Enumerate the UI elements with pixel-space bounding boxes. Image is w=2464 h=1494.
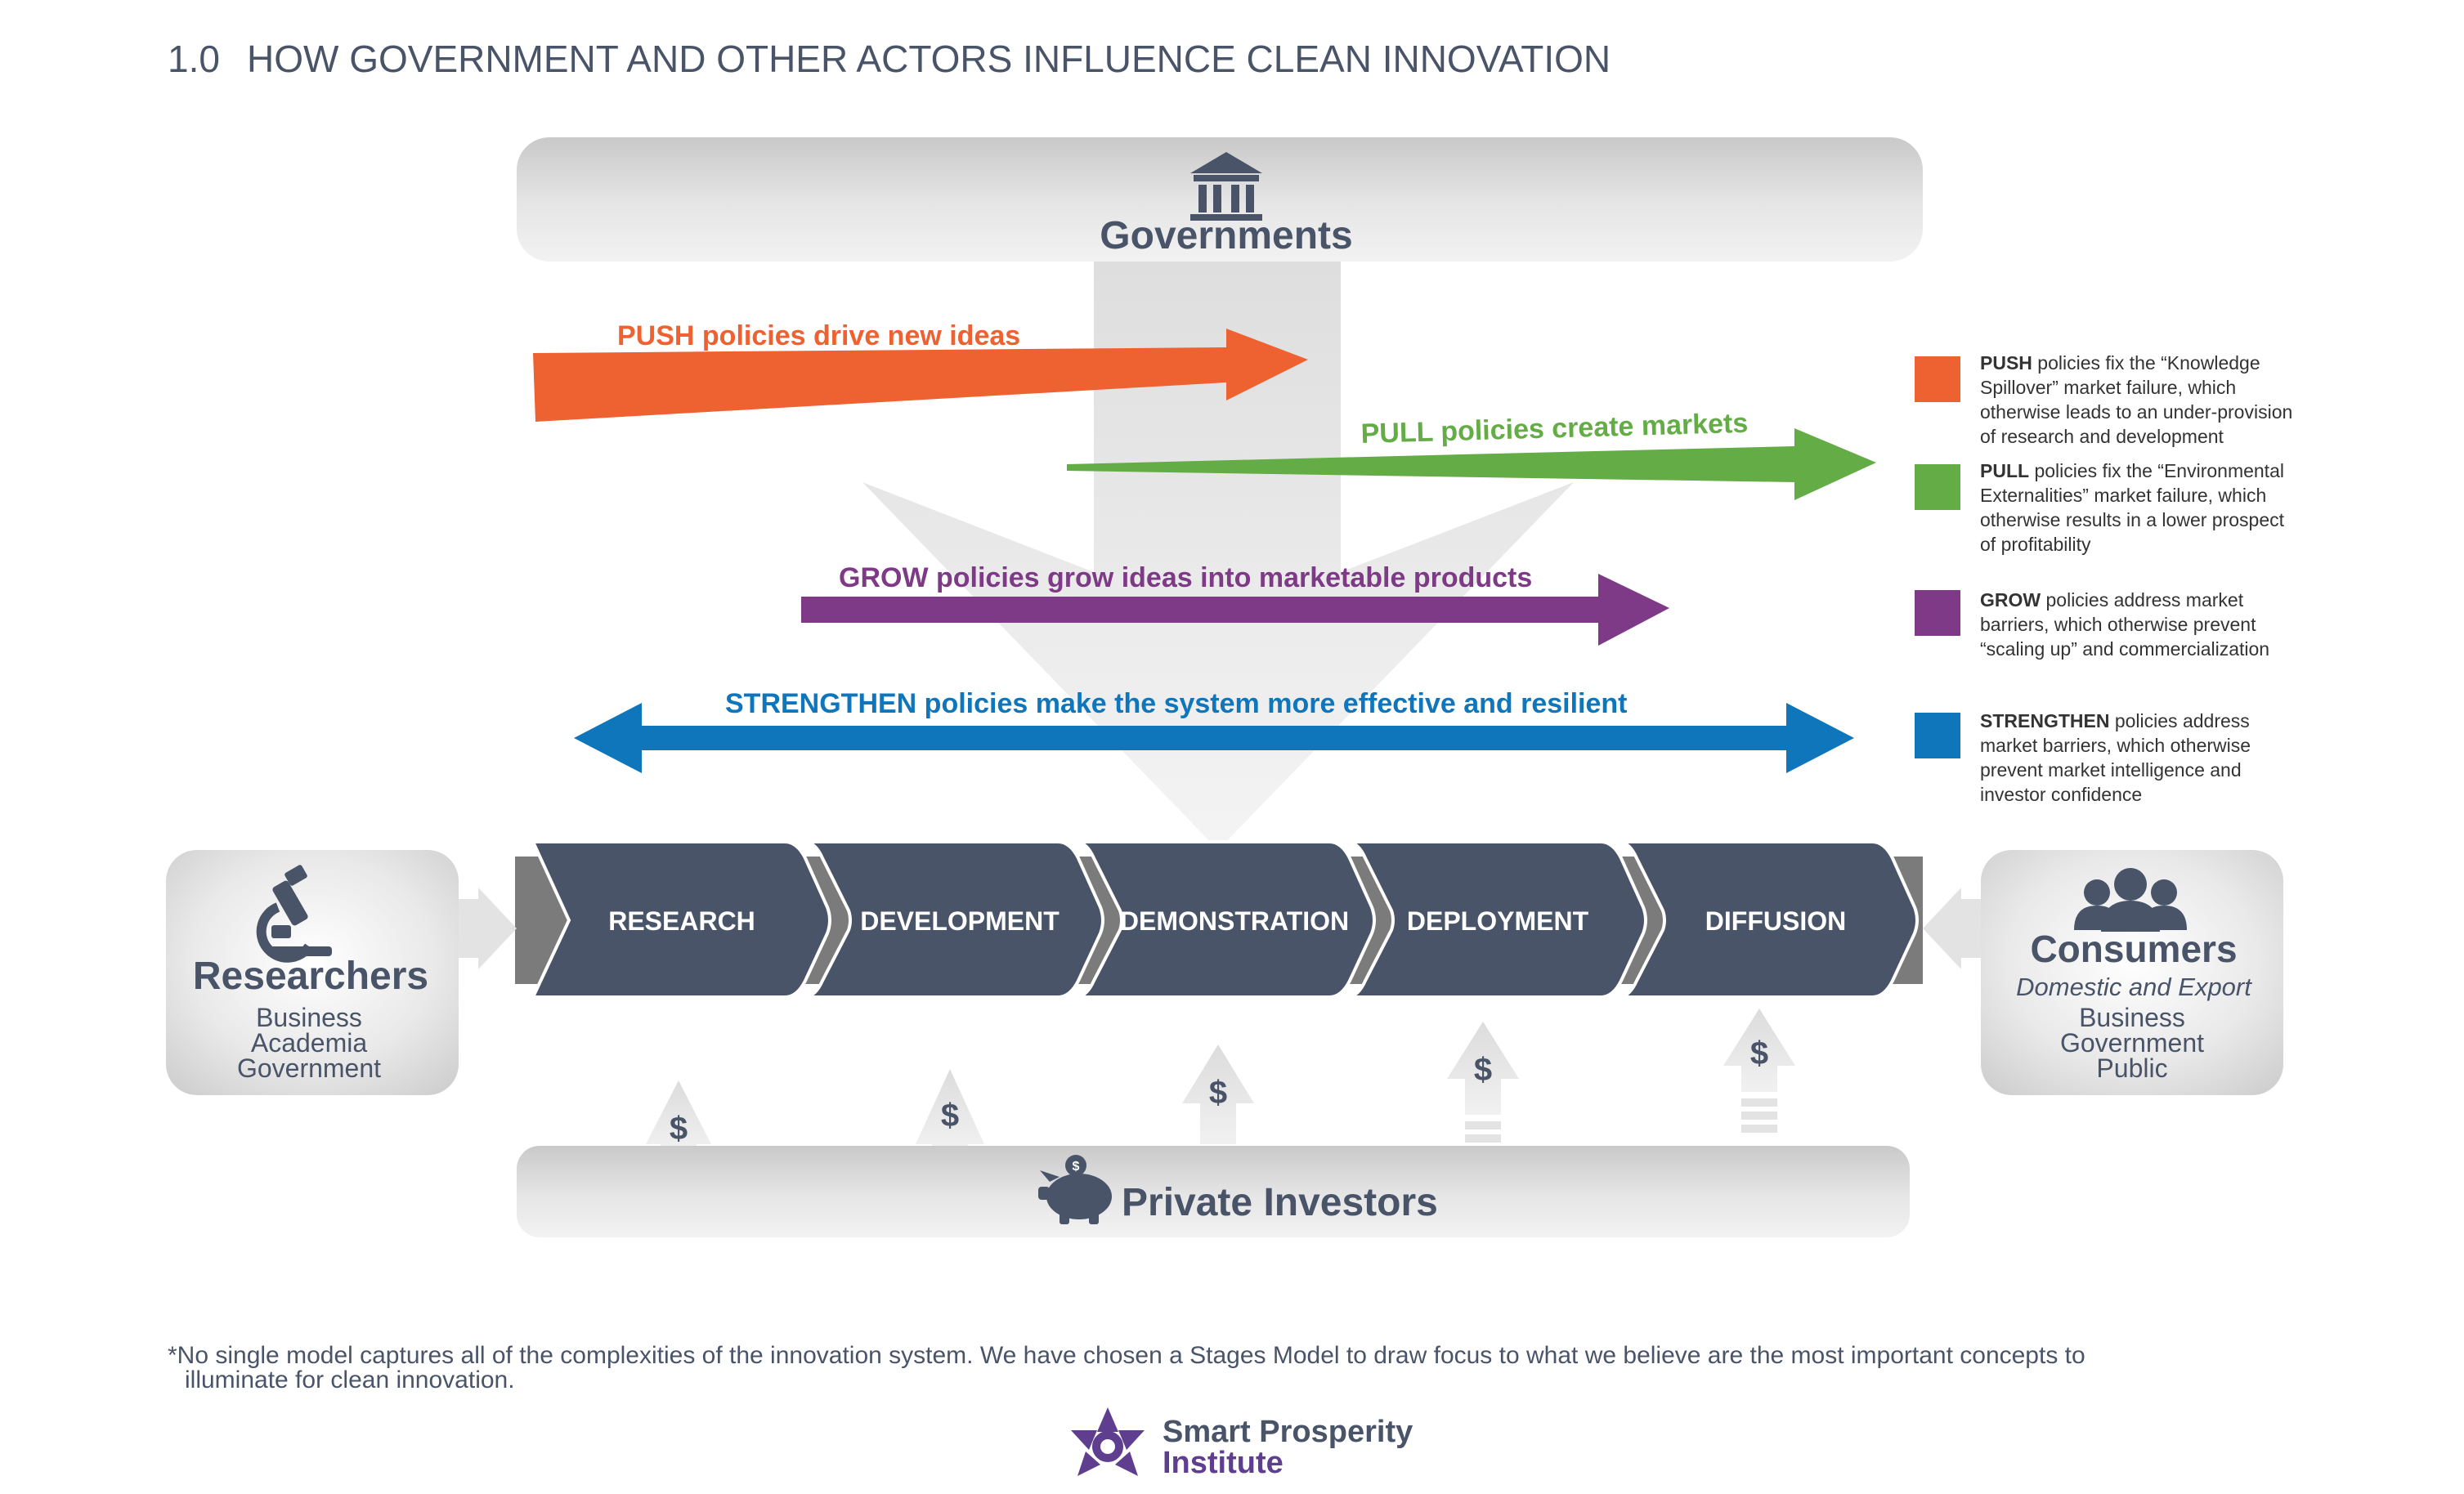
pull-policy-label: PULL policies create markets [1360, 408, 1749, 450]
footnote-line-1: *No single model captures all of the com… [168, 1342, 2085, 1369]
grow-policy-label: GROW policies grow ideas into marketable… [839, 562, 1532, 593]
government-influence-arrow [862, 262, 1574, 850]
consumers-label: Consumers [2030, 928, 2237, 970]
microscope-icon [256, 865, 332, 963]
consumers-subtitle: Domestic and Export [2016, 973, 2252, 1001]
consumers-arrow [1923, 888, 1981, 969]
logo-text-line2: Institute [1163, 1446, 1284, 1480]
legend-item-strengthen: STRENGTHEN policies address market barri… [1980, 710, 2256, 805]
grow-arrow [801, 574, 1669, 646]
consumers-government: Government [2060, 1028, 2204, 1058]
page-title: HOW GOVERNMENT AND OTHER ACTORS INFLUENC… [247, 38, 1611, 80]
legend-swatch-strengthen [1915, 713, 1960, 758]
researchers-business: Business [256, 1003, 362, 1032]
consumers-business: Business [2079, 1003, 2185, 1032]
title-number: 1.0 [168, 38, 220, 80]
stage-label-deployment: DEPLOYMENT [1407, 906, 1589, 936]
legend-item-grow: GROW policies address market barriers, w… [1980, 589, 2269, 660]
policy-legend: PUSH policies fix the “Knowledge Spillov… [1915, 352, 2298, 805]
stage-chevron-diffusion: DIFFUSION [1620, 840, 1919, 999]
footnote-line-2: illuminate for clean innovation. [185, 1367, 515, 1393]
strengthen-arrow [574, 703, 1854, 773]
dollar-icon: $ [1474, 1052, 1492, 1088]
consumers-box [1981, 850, 2283, 1095]
investment-arrow-research: $ [646, 1080, 711, 1151]
private-investors-label: Private Investors [1122, 1181, 1438, 1224]
governments-label: Governments [1100, 214, 1352, 257]
researchers-government: Government [237, 1053, 381, 1083]
pull-arrow [1067, 428, 1876, 500]
piggy-bank-icon: $ [1038, 1155, 1112, 1224]
legend-item-pull: PULL policies fix the “Environmental Ext… [1980, 460, 2289, 555]
stage-chevron-deployment: DEPLOYMENT [1348, 840, 1647, 999]
researchers-label: Researchers [193, 955, 428, 998]
investment-arrow-deployment: $ [1447, 1022, 1519, 1143]
legend-item-push: PUSH policies fix the “Knowledge Spillov… [1980, 352, 2298, 447]
stage-chevron-research: RESEARCH [530, 840, 831, 999]
strengthen-policy-label: STRENGTHEN policies make the system more… [725, 688, 1628, 719]
dollar-icon: $ [670, 1111, 688, 1147]
stage-chevron-development: DEVELOPMENT [805, 840, 1104, 999]
researchers-academia: Academia [251, 1028, 368, 1058]
dollar-icon: $ [1209, 1075, 1227, 1111]
investment-arrow-development: $ [916, 1069, 984, 1149]
stage-label-development: DEVELOPMENT [860, 906, 1060, 936]
people-icon [2074, 868, 2187, 932]
logo-text-line1: Smart Prosperity [1163, 1415, 1413, 1449]
svg-text:$: $ [1073, 1160, 1080, 1174]
smart-prosperity-logo: Smart Prosperity Institute [1071, 1407, 1413, 1480]
legend-swatch-grow [1915, 590, 1960, 636]
push-policy-label: PUSH policies drive new ideas [617, 320, 1020, 351]
stage-label-demonstration: DEMONSTRATION [1120, 906, 1349, 936]
investment-arrow-demonstration: $ [1182, 1044, 1254, 1144]
dollar-icon: $ [941, 1098, 959, 1134]
researchers-box [166, 850, 459, 1095]
legend-swatch-push [1915, 356, 1960, 402]
investment-arrow-diffusion: $ [1723, 1009, 1795, 1133]
push-arrow [533, 329, 1308, 422]
private-investors-bar [517, 1146, 1910, 1237]
dollar-icon: $ [1750, 1036, 1768, 1071]
stage-label-research: RESEARCH [608, 906, 755, 936]
government-building-icon [1190, 152, 1262, 221]
legend-swatch-pull [1915, 464, 1960, 510]
stage-chevron-demonstration: DEMONSTRATION [1077, 840, 1376, 999]
stage-label-diffusion: DIFFUSION [1705, 906, 1846, 936]
logo-mark-icon [1071, 1407, 1145, 1476]
consumers-public: Public [2096, 1053, 2167, 1083]
researchers-arrow [459, 888, 517, 969]
